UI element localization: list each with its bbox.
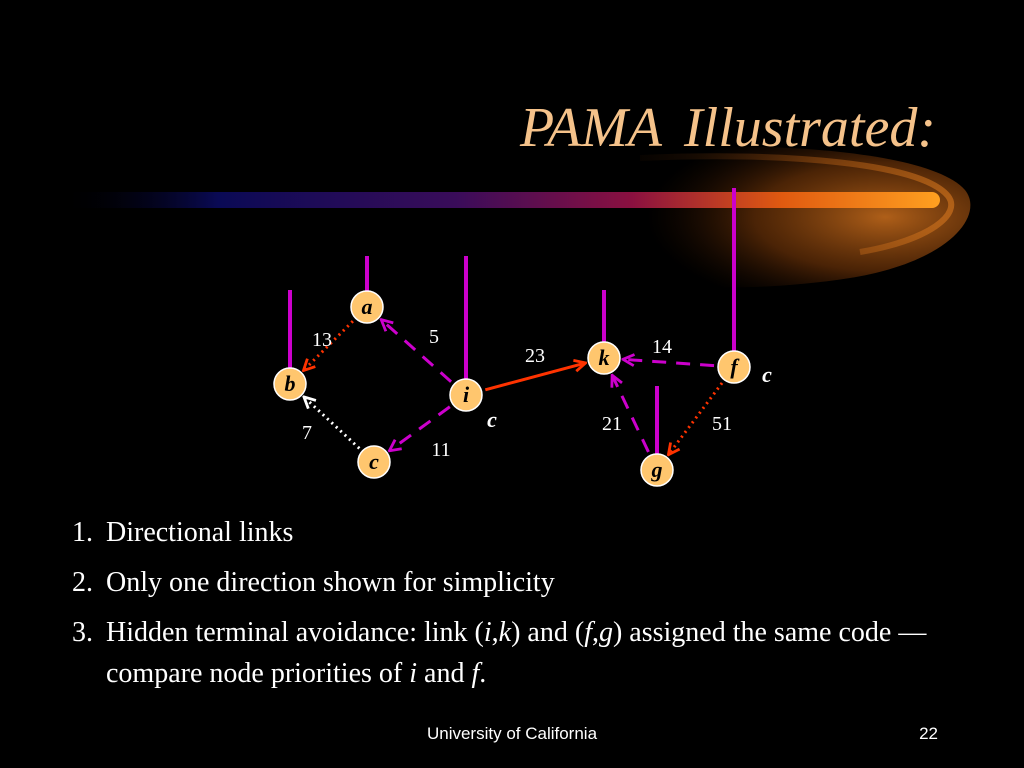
bullet-item-3: 3.Hidden terminal avoidance: link (i,k) … (72, 612, 972, 694)
title-gradient-bar (60, 192, 940, 208)
link-weight-i-a: 5 (429, 326, 439, 348)
node-g (640, 453, 674, 487)
node-f (717, 350, 751, 384)
bullet-number: 1. (72, 517, 93, 548)
bullet-text-segment: Hidden terminal avoidance: link ( (106, 617, 484, 648)
bullet-text-segment: . (479, 658, 487, 689)
link-weight-c-b: 7 (302, 422, 312, 444)
bullet-text-segment: , (591, 617, 599, 648)
title-part-2: Illustrated: (684, 97, 936, 159)
bullet-text-segment: f (584, 617, 592, 648)
bullet-text-segment: , (491, 617, 499, 648)
node-label-i: i (463, 382, 470, 407)
bullet-number: 2. (72, 567, 93, 598)
bullet-text-segment: f (471, 658, 480, 689)
bullet-item-2: 2. Only one direction shown for simplicit… (72, 562, 972, 603)
node-a (350, 290, 384, 324)
link-weight-i-c: 11 (431, 439, 450, 461)
link-weight-f-k: 14 (652, 336, 672, 358)
bullet-list: 1. Directional links 2. Only one direction … (72, 512, 972, 703)
node-label-k: k (599, 345, 610, 370)
node-label-c: c (369, 449, 379, 474)
link-i-c (389, 405, 451, 451)
bullet-item-1: 1. Directional links (72, 512, 972, 553)
bullet-number: 3. (72, 617, 93, 648)
link-f-k (623, 359, 715, 368)
link-i-a (381, 320, 453, 383)
node-label-b: b (285, 371, 296, 396)
node-label-f: f (730, 354, 740, 379)
link-weight-g-k: 21 (602, 413, 622, 435)
bullet-text-segment: ) and ( (511, 617, 585, 648)
bullet-text-segment: g (598, 617, 613, 648)
bullet-text-segment: Only one direction shown for simplicity (106, 567, 555, 598)
link-weight-i-k: 23 (525, 345, 545, 367)
link-weight-f-g: 51 (712, 413, 732, 435)
bullet-text-segment: k (498, 617, 512, 648)
bullet-text-segment: and (417, 658, 472, 689)
title-swoosh-arc (639, 153, 955, 255)
title-part-1: PAMA (519, 97, 663, 159)
node-k (587, 341, 621, 375)
page-number: 22 (919, 724, 938, 743)
link-i-k (484, 363, 585, 392)
bullet-text-segment: Directional links (106, 517, 294, 548)
code-label-i: c (487, 407, 497, 432)
link-weight-a-b: 13 (312, 329, 332, 351)
bullet-text-segment: i (483, 617, 492, 648)
link-c-b (304, 397, 361, 450)
bullet-text-segment: i (409, 658, 418, 689)
code-label-f: c (762, 362, 772, 387)
node-b (273, 367, 307, 401)
title-glow-swoosh (630, 146, 971, 288)
node-c (357, 445, 391, 479)
footer-institution: University of California (426, 724, 598, 743)
bullet-text-segment: ) assigned the same code — compare node … (106, 617, 927, 689)
node-label-a: a (362, 294, 373, 319)
page-title: PAMA Illustrated: (520, 96, 936, 160)
node-label-g: g (651, 457, 663, 482)
node-i (449, 378, 483, 412)
